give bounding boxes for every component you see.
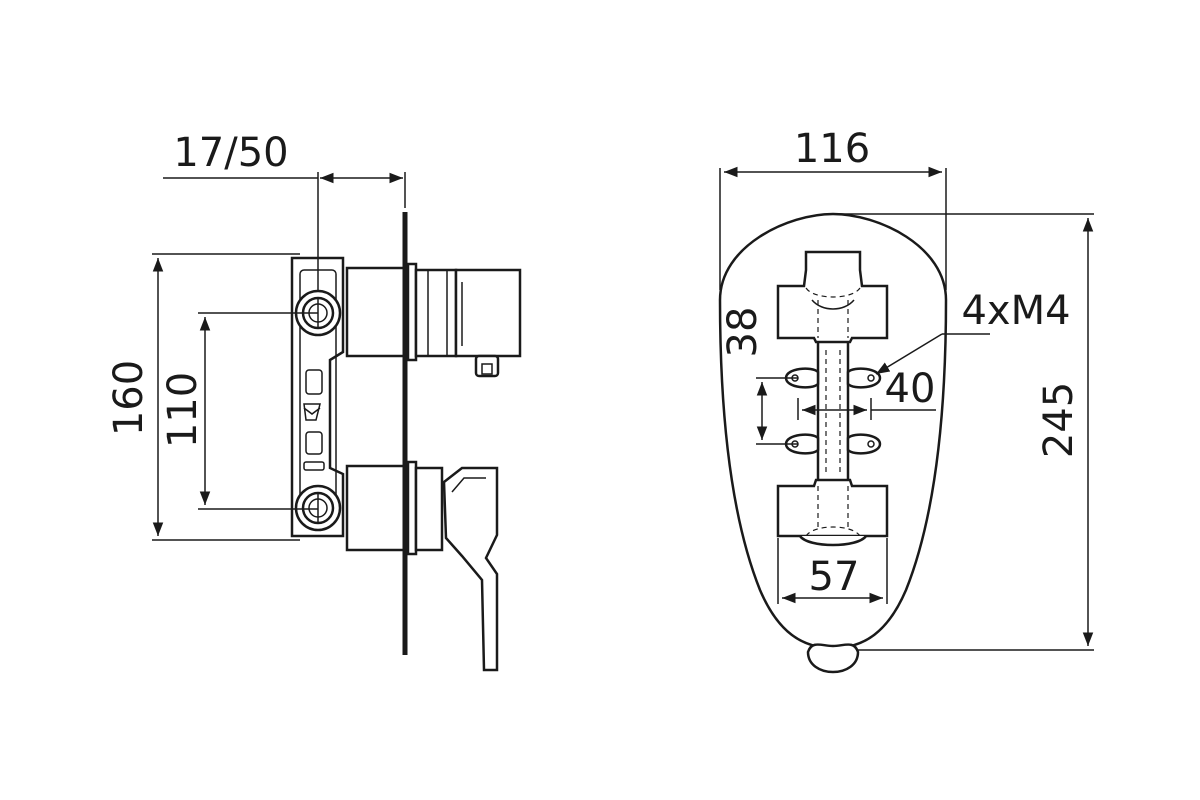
side-view: 17/50 160 110	[106, 130, 522, 672]
dim-116: 116	[719, 126, 947, 290]
front-view-screw-slots	[784, 367, 882, 455]
dim-245: 245	[838, 213, 1094, 651]
dim-17-50: 17/50	[163, 130, 406, 292]
front-view-lower-housing	[776, 478, 889, 547]
front-view-upper-housing	[776, 250, 889, 344]
dim-40-label: 40	[885, 366, 936, 412]
side-view-lever-handle	[442, 466, 499, 672]
side-view-lower-inlet	[294, 484, 342, 532]
side-view-upper-cartridge	[345, 262, 522, 362]
dim-160: 160	[106, 253, 300, 541]
dim-116-label: 116	[794, 126, 870, 172]
dim-4xm4: 4xM4	[875, 288, 1071, 375]
dim-57: 57	[777, 538, 888, 604]
dim-245-label: 245	[1036, 382, 1082, 458]
dim-17-50-label: 17/50	[173, 130, 288, 176]
dim-40: 40	[797, 366, 936, 420]
front-view-bottom-knob	[806, 643, 860, 674]
dim-4xm4-label: 4xM4	[961, 288, 1070, 334]
dim-110: 110	[160, 312, 318, 510]
dim-38: 38	[720, 307, 798, 445]
side-view-lower-cartridge	[345, 460, 444, 556]
dim-110-label: 110	[160, 372, 206, 448]
dim-160-label: 160	[106, 360, 152, 436]
front-view: 116 245 38 40 4xM4	[718, 126, 1094, 674]
side-view-diverter-knob	[474, 354, 500, 378]
dim-57-label: 57	[809, 554, 860, 600]
dim-38-label: 38	[720, 307, 766, 358]
